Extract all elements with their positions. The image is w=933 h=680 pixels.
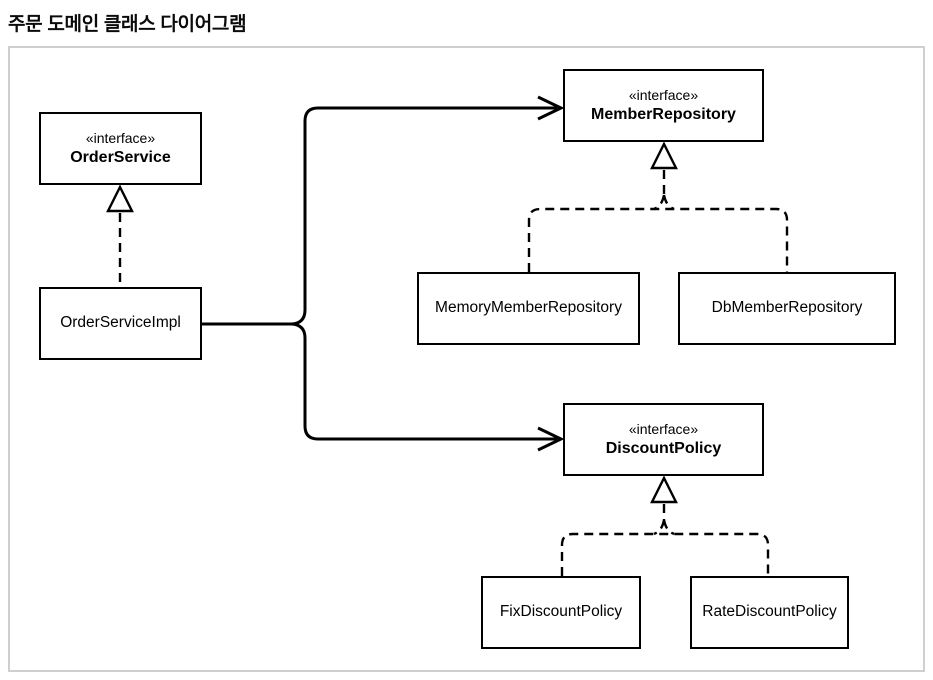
realization-branch-memberrepository (527, 207, 789, 272)
class-box-orderserviceimpl: OrderServiceImpl (39, 287, 202, 360)
realization-fork-right-memberrepository (662, 194, 675, 211)
class-box-fixdiscountpolicy: FixDiscountPolicy (481, 576, 641, 649)
arrowhead-discountpolicy (537, 426, 565, 452)
realization-branch-discountpolicy (560, 532, 770, 576)
realization-triangle-orderservice (106, 184, 134, 213)
class-box-memberrepository: «interface» MemberRepository (563, 69, 764, 142)
stereotype-label: «interface» (85, 129, 156, 146)
stereotype-label: «interface» (628, 420, 699, 437)
class-box-ratediscountpolicy: RateDiscountPolicy (690, 576, 849, 649)
class-box-orderservice: «interface» OrderService (39, 112, 202, 185)
class-name: OrderService (70, 149, 171, 167)
class-name: DbMemberRepository (711, 299, 863, 317)
class-box-discountpolicy: «interface» DiscountPolicy (563, 403, 764, 476)
association-line-orderserviceimpl-memberrepository (291, 106, 557, 326)
stereotype-label: «interface» (628, 86, 699, 103)
realization-fork-left-memberrepository (653, 194, 666, 211)
class-name: MemberRepository (591, 106, 736, 124)
realization-triangle-memberrepository (650, 141, 678, 170)
realization-fork-right-discountpolicy (662, 519, 675, 536)
arrowhead-memberrepository (537, 95, 565, 121)
realization-fork-left-discountpolicy (653, 519, 666, 536)
class-box-memorymemberrepository: MemoryMemberRepository (417, 272, 640, 345)
page-title: 주문 도메인 클래스 다이어그램 (8, 14, 247, 35)
class-name: FixDiscountPolicy (499, 603, 623, 621)
realization-triangle-discountpolicy (650, 475, 678, 504)
class-name: MemoryMemberRepository (435, 299, 622, 317)
class-name: RateDiscountPolicy (702, 603, 837, 621)
diagram-connectors (106, 95, 789, 576)
class-name: OrderServiceImpl (60, 314, 181, 332)
class-box-dbmemberrepository: DbMemberRepository (678, 272, 896, 345)
association-line-orderserviceimpl-discountpolicy (291, 322, 557, 441)
diagram-canvas: «interface» OrderService OrderServiceImp… (8, 46, 925, 672)
class-name: DiscountPolicy (605, 440, 722, 458)
